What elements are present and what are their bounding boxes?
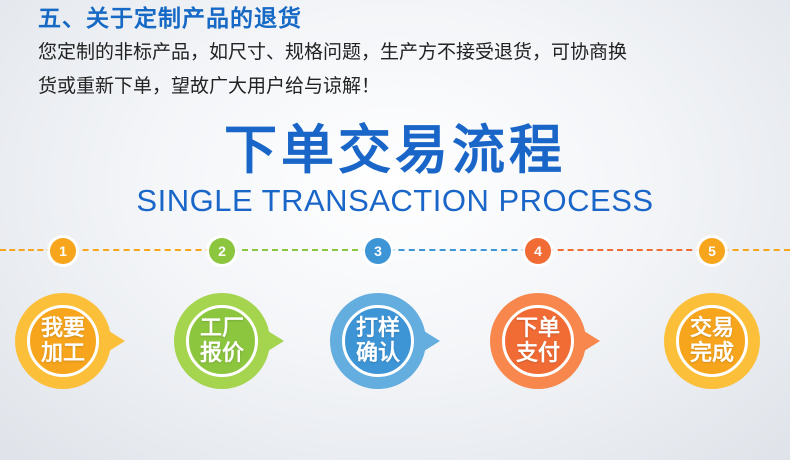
track-segment xyxy=(712,249,790,251)
track-segment xyxy=(222,249,378,251)
step-node-3: 打样确认 xyxy=(330,293,440,389)
step-node-center: 下单支付 xyxy=(502,305,574,377)
process-title: 下单交易流程 xyxy=(224,120,566,181)
step-node-4: 下单支付 xyxy=(490,293,600,389)
step-number-2: 2 xyxy=(209,238,235,264)
return-notice: 五、关于定制产品的退货 您定制的非标产品，如尺寸、规格问题，生产方不接受退货，可… xyxy=(38,4,778,103)
track-segment xyxy=(0,249,62,251)
step-number-3: 3 xyxy=(365,238,391,264)
track-segment xyxy=(378,249,538,251)
step-label: 交易完成 xyxy=(689,316,734,366)
step-node-center: 打样确认 xyxy=(342,305,414,377)
step-node-2: 工厂报价 xyxy=(174,293,284,389)
arrow-right-icon xyxy=(109,331,125,351)
step-number-1: 1 xyxy=(50,238,76,264)
step-node-center: 交易完成 xyxy=(676,305,748,377)
arrow-right-icon xyxy=(424,331,440,351)
notice-body: 您定制的非标产品，如尺寸、规格问题，生产方不接受退货，可协商换 货或重新下单，望… xyxy=(38,35,778,103)
track-segment xyxy=(62,249,222,251)
process-subtitle: SINGLE TRANSACTION PROCESS xyxy=(136,183,654,218)
step-label: 工厂报价 xyxy=(199,316,244,366)
notice-line-2: 货或重新下单，望故广大用户给与谅解！ xyxy=(38,75,381,97)
step-node-center: 我要加工 xyxy=(27,305,99,377)
track-segment xyxy=(538,249,712,251)
notice-title: 五、关于定制产品的退货 xyxy=(38,6,302,32)
arrow-right-icon xyxy=(584,331,600,351)
step-node-center: 工厂报价 xyxy=(186,305,258,377)
step-label: 打样确认 xyxy=(355,316,400,366)
step-node-1: 我要加工 xyxy=(15,293,125,389)
step-label: 下单支付 xyxy=(515,316,560,366)
step-node-5: 交易完成 xyxy=(664,293,760,389)
step-number-4: 4 xyxy=(525,238,551,264)
process-track xyxy=(0,249,790,253)
step-number-5: 5 xyxy=(699,238,725,264)
arrow-right-icon xyxy=(268,331,284,351)
notice-line-1: 您定制的非标产品，如尺寸、规格问题，生产方不接受退货，可协商换 xyxy=(38,41,628,63)
step-label: 我要加工 xyxy=(40,316,85,366)
